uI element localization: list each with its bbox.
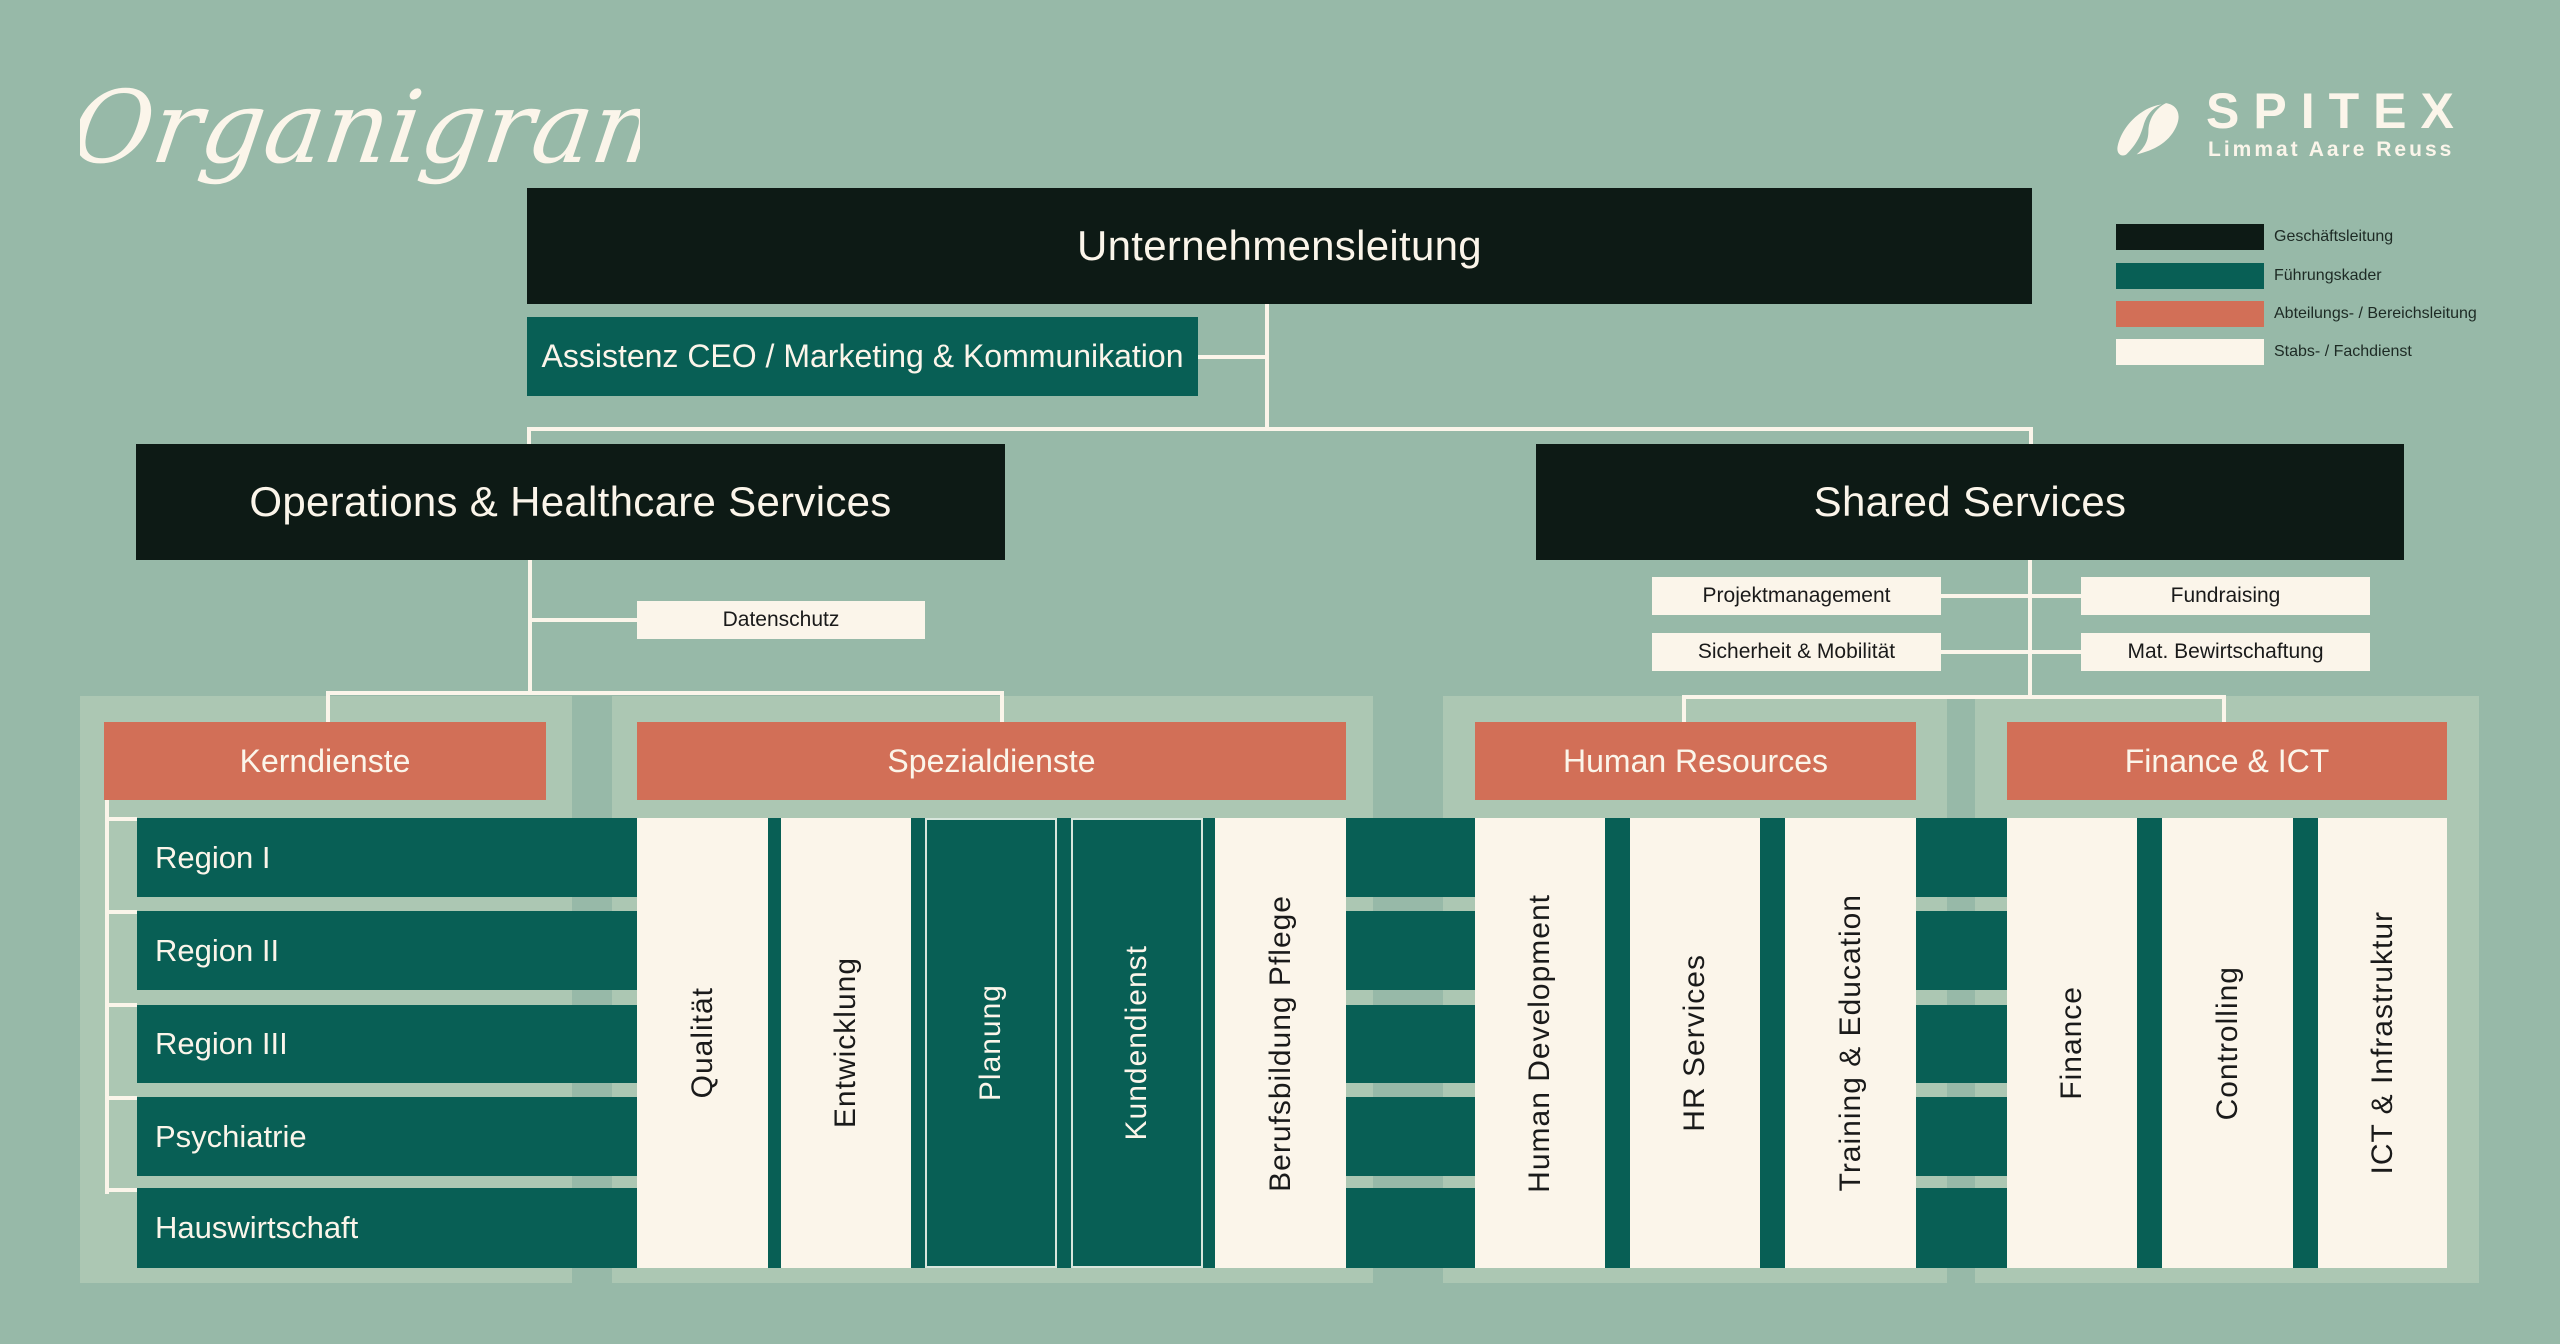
connector-line: [528, 618, 638, 622]
shared-services-label: Shared Services: [1813, 478, 2127, 525]
column-separator: [1203, 818, 1215, 1268]
department-label: Human Resources: [1563, 742, 1828, 779]
department-kerndienste[interactable]: Kerndienste: [104, 722, 546, 800]
connector-line: [2222, 695, 2226, 723]
column-training-education[interactable]: Training & Education: [1785, 818, 1916, 1268]
column-label: Berufsbildung Pflege: [1263, 894, 1297, 1192]
connector-line: [1682, 695, 1686, 723]
connector-line: [105, 817, 137, 821]
connector-line: [1000, 691, 1004, 723]
department-human-resources[interactable]: Human Resources: [1475, 722, 1916, 800]
column-label: Planung: [974, 984, 1007, 1102]
column-label: Kundendienst: [1120, 945, 1153, 1141]
operations-box[interactable]: Operations & Healthcare Services: [136, 444, 1005, 560]
connector-line: [1682, 695, 2226, 699]
page-title-text: Organigramm: [80, 69, 640, 185]
staff-label: Projektmanagement: [1702, 584, 1891, 607]
legend-label: Abteilungs- / Bereichsleitung: [2274, 305, 2477, 322]
connector-line: [527, 427, 531, 445]
staff-datenschutz[interactable]: Datenschutz: [637, 601, 925, 639]
column-hr-services[interactable]: HR Services: [1630, 818, 1760, 1268]
column-planung[interactable]: Planung: [925, 818, 1057, 1268]
staff-label: Sicherheit & Mobilität: [1697, 640, 1896, 663]
department-label: Kerndienste: [239, 742, 411, 779]
connector-line: [105, 800, 109, 1194]
legend-swatch-geschaeftsleitung: [2116, 224, 2264, 250]
legend-swatch-fuehrungskader: [2116, 263, 2264, 289]
legend-swatch-fachdienst: [2116, 339, 2264, 365]
shared-services-box[interactable]: Shared Services: [1536, 444, 2404, 560]
column-label: Training & Education: [1833, 894, 1867, 1192]
column-kundendienst[interactable]: Kundendienst: [1071, 818, 1203, 1268]
assistant-ceo-box[interactable]: Assistenz CEO / Marketing & Kommunikatio…: [527, 317, 1198, 396]
row-label: Hauswirtschaft: [155, 1210, 359, 1245]
operations-label: Operations & Healthcare Services: [249, 478, 892, 525]
column-label: Qualität: [685, 987, 719, 1099]
staff-sicherheit-mobilitaet[interactable]: Sicherheit & Mobilität: [1652, 633, 1941, 671]
row-label: Region III: [155, 1026, 288, 1061]
connector-line: [1198, 355, 1268, 359]
legend-label: Geschäftsleitung: [2274, 228, 2394, 245]
logo-subtitle: Limmat Aare Reuss: [2208, 138, 2455, 161]
staff-mat-bewirtschaftung[interactable]: Mat. Bewirtschaftung: [2081, 633, 2370, 671]
column-label: Finance: [2055, 986, 2088, 1100]
column-label: Controlling: [2210, 965, 2244, 1121]
row-label: Psychiatrie: [155, 1118, 307, 1154]
staff-label: Mat. Bewirtschaftung: [2127, 640, 2324, 663]
column-separator: [1760, 818, 1785, 1268]
column-separator: [2293, 818, 2318, 1268]
column-label: Entwicklung: [829, 957, 862, 1129]
leadership-box[interactable]: Unternehmensleitung: [527, 188, 2032, 304]
department-label: Finance & ICT: [2124, 742, 2330, 779]
assistant-ceo-label: Assistenz CEO / Marketing & Kommunikatio…: [541, 338, 1184, 374]
column-separator: [1057, 818, 1071, 1268]
connector-line: [1941, 594, 2081, 598]
department-label: Spezialdienste: [887, 742, 1096, 779]
legend-label: Führungskader: [2274, 267, 2382, 284]
connector-line: [105, 1096, 137, 1100]
column-label: ICT & Infrastruktur: [2365, 911, 2399, 1175]
staff-label: Datenschutz: [722, 608, 840, 631]
connector-line: [326, 691, 1004, 695]
column-qualitaet[interactable]: Qualität: [637, 818, 768, 1268]
row-label: Region I: [155, 839, 271, 875]
connector-line: [105, 1188, 137, 1192]
connector-line: [105, 910, 137, 914]
logo: SPITEX Limmat Aare Reuss: [2100, 82, 2480, 172]
column-human-development[interactable]: Human Development: [1475, 818, 1605, 1268]
connector-line: [1941, 650, 2081, 654]
page-title: Organigramm: [80, 69, 640, 185]
column-finance[interactable]: Finance: [2007, 818, 2137, 1268]
staff-label: Fundraising: [2170, 584, 2281, 607]
staff-projektmanagement[interactable]: Projektmanagement: [1652, 577, 1941, 615]
leadership-label: Unternehmensleitung: [1077, 222, 1482, 269]
column-separator: [911, 818, 925, 1268]
connector-line: [105, 1003, 137, 1007]
legend-swatch-abteilungsleitung: [2116, 301, 2264, 327]
column-controlling[interactable]: Controlling: [2162, 818, 2293, 1268]
connector-line: [527, 427, 2033, 431]
column-separator: [1605, 818, 1630, 1268]
column-entwicklung[interactable]: Entwicklung: [781, 818, 911, 1268]
staff-fundraising[interactable]: Fundraising: [2081, 577, 2370, 615]
row-label: Region II: [155, 932, 280, 968]
connector-line: [2028, 560, 2032, 698]
column-ict-infrastruktur[interactable]: ICT & Infrastruktur: [2318, 818, 2447, 1268]
connector-line: [326, 691, 330, 723]
connector-line: [528, 560, 532, 695]
legend-label: Stabs- / Fachdienst: [2274, 343, 2412, 360]
column-label: HR Services: [1678, 954, 1711, 1132]
logo-wordmark: SPITEX: [2206, 83, 2468, 139]
department-finance-ict[interactable]: Finance & ICT: [2007, 722, 2447, 800]
column-separator: [768, 818, 781, 1268]
connector-line: [2029, 427, 2033, 445]
connector-line: [1265, 304, 1269, 431]
column-separator: [2137, 818, 2162, 1268]
spitex-bean-logo-icon: [2117, 103, 2179, 156]
department-spezialdienste[interactable]: Spezialdienste: [637, 722, 1346, 800]
column-label: Human Development: [1523, 893, 1556, 1193]
column-berufsbildung-pflege[interactable]: Berufsbildung Pflege: [1215, 818, 1346, 1268]
